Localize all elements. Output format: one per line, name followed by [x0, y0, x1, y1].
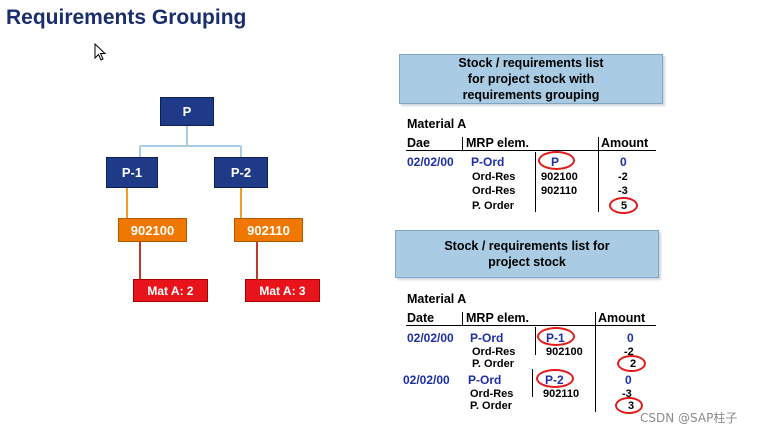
- tree-node-root: P: [160, 97, 214, 126]
- tree-connectors: [126, 126, 258, 279]
- table1-row-number: 902100: [541, 171, 578, 183]
- tree-node-mat-a-3: Mat A: 3: [245, 279, 320, 302]
- table1-header: Stock / requirements list for project st…: [399, 54, 663, 104]
- table2-res-number: 902100: [546, 346, 583, 358]
- table2-header-line: project stock: [488, 255, 566, 269]
- table1-row-elem: Ord-Res: [472, 185, 516, 197]
- table1-row-amount: -3: [618, 185, 628, 197]
- table2-date: 02/02/00: [407, 331, 454, 345]
- table1-header-line: requirements grouping: [462, 88, 600, 102]
- highlight-oval: [538, 151, 575, 170]
- table2-res-amount: -2: [624, 346, 634, 358]
- table2-header-rule: [406, 325, 656, 326]
- highlight-oval: [617, 355, 646, 372]
- table2-amount: 0: [625, 373, 632, 387]
- table2-col-date: Date: [407, 311, 435, 325]
- highlight-oval: [615, 397, 643, 414]
- tree-node-mat-a-2: Mat A: 2: [133, 279, 208, 302]
- table1-col-mrp: MRP elem.: [466, 136, 529, 150]
- table2-material: Material A: [407, 292, 467, 306]
- tree-node-p2: P-2: [214, 157, 268, 188]
- table2-po-elem: P. Order: [470, 400, 512, 412]
- tree-node-res-902100: 902100: [118, 218, 187, 242]
- table1-row-elem: P. Order: [472, 200, 514, 212]
- table1-row-amount: -2: [618, 171, 628, 183]
- highlight-oval: [536, 369, 574, 388]
- table1-header-line: for project stock with: [467, 72, 595, 86]
- table1-col-date: Dae: [407, 136, 430, 150]
- page-title: Requirements Grouping: [6, 6, 247, 29]
- table1-row-elem: Ord-Res: [472, 171, 516, 183]
- table1-col-amount: Amount: [601, 136, 649, 150]
- tree-node-p1: P-1: [106, 157, 158, 188]
- table2-col-divider: [532, 369, 533, 397]
- table2-col-divider: [535, 327, 536, 355]
- table2-date: 02/02/00: [403, 373, 450, 387]
- table2-res-amount: -3: [622, 388, 632, 400]
- table2-header: Stock / requirements list for project st…: [395, 230, 659, 278]
- table2-amount: 0: [627, 331, 634, 345]
- table1-date: 02/02/00: [407, 155, 454, 169]
- table2-col-amount: Amount: [598, 311, 646, 325]
- watermark: CSDN @SAP柱子: [640, 411, 738, 425]
- table2-res-number: 902110: [543, 388, 580, 400]
- table2-elem: P-Ord: [468, 373, 502, 387]
- tree-node-res-902110: 902110: [234, 218, 303, 242]
- table1-header-rule: [406, 150, 656, 151]
- table2-col-divider: [462, 312, 463, 326]
- table2-res-elem: Ord-Res: [470, 388, 514, 400]
- table1-col-divider: [462, 137, 463, 151]
- table1-material: Material A: [407, 117, 467, 131]
- mouse-pointer-icon: [94, 43, 106, 61]
- table1-row-number: 902110: [541, 185, 578, 197]
- table2-header-line: Stock / requirements list for: [444, 239, 610, 253]
- table1-header-line: Stock / requirements list: [458, 56, 604, 70]
- table1-main-amount: 0: [620, 155, 627, 169]
- table2-po-elem: P. Order: [472, 358, 514, 370]
- table1-col-divider: [598, 137, 599, 212]
- table2-col-divider: [595, 312, 596, 412]
- table1-col-divider: [535, 152, 536, 212]
- table2-res-elem: Ord-Res: [472, 346, 516, 358]
- table1-main-elem: P-Ord: [471, 155, 505, 169]
- highlight-oval: [609, 197, 638, 214]
- table2-col-mrp: MRP elem.: [466, 311, 529, 325]
- highlight-oval: [537, 327, 575, 346]
- table2-elem: P-Ord: [470, 331, 504, 345]
